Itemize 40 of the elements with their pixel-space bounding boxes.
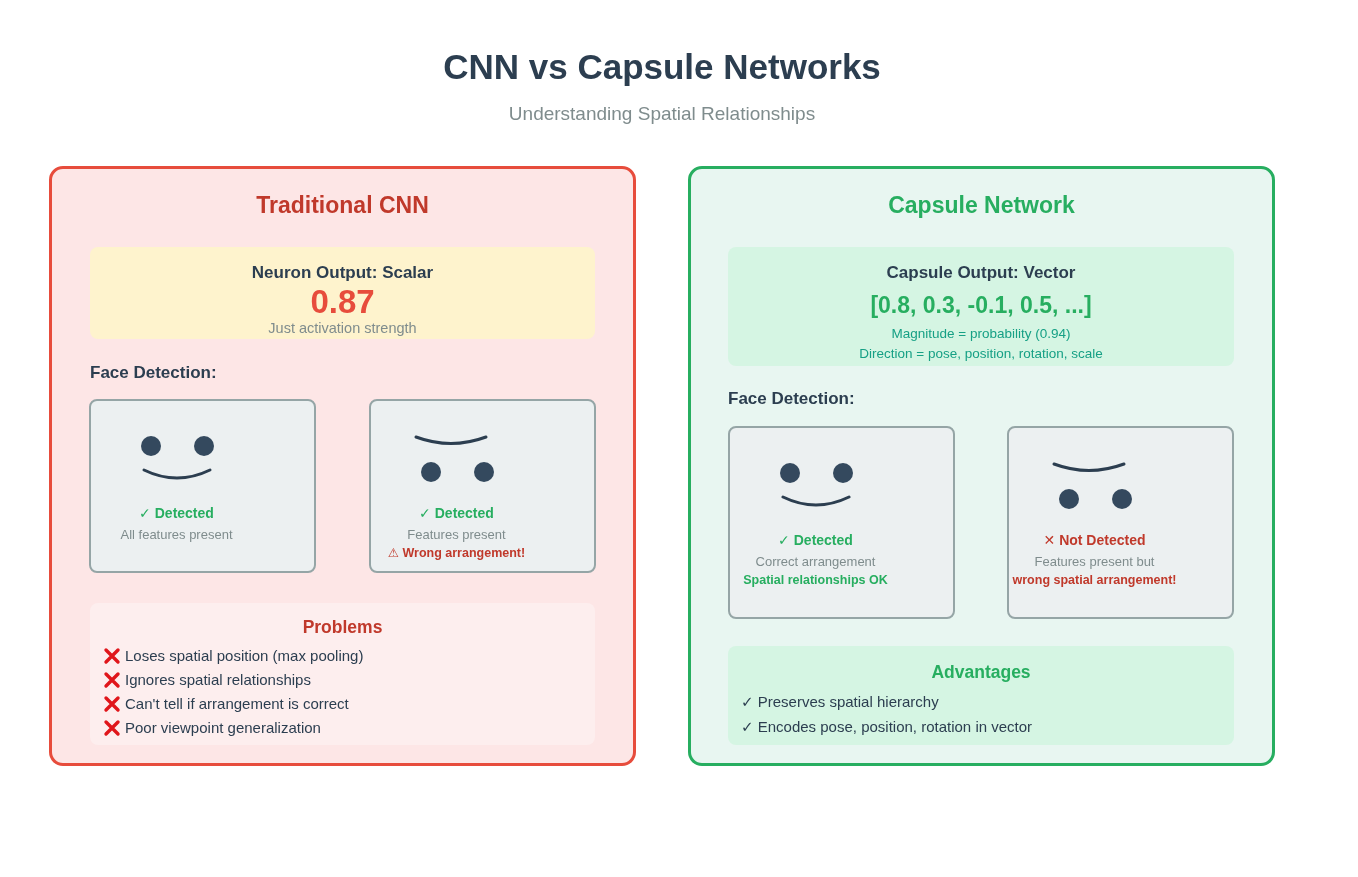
vector-value: [0.8, 0.3, -0.1, 0.5, ...] xyxy=(870,291,1092,319)
list-item: Poor viewpoint generalization xyxy=(125,719,321,737)
output-box xyxy=(90,247,595,339)
page-title: CNN vs Capsule Networks xyxy=(443,46,881,88)
card-note: Spatial relationships OK xyxy=(743,573,888,588)
detection-status: ✓ Detected xyxy=(419,505,494,522)
face-card xyxy=(728,426,955,619)
comparison-panel xyxy=(688,166,1275,766)
box-heading: Problems xyxy=(302,616,383,638)
list-item: Ignores spatial relationships xyxy=(125,671,311,689)
detection-status: ✓ Detected xyxy=(778,532,853,549)
subtitle: Understanding Spatial Relationships xyxy=(508,101,816,125)
card-caption: Features present xyxy=(407,526,506,543)
summary-box xyxy=(90,603,595,745)
section-label: Face Detection: xyxy=(728,389,855,409)
card-caption: Features present but xyxy=(1034,553,1155,570)
list-item: ✓ Preserves spatial hierarchy xyxy=(741,693,939,711)
face-card xyxy=(369,399,596,573)
panel-heading: Traditional CNN xyxy=(256,191,429,219)
scalar-value: 0.87 xyxy=(310,282,375,322)
detection-status: ✕ Not Detected xyxy=(1043,532,1146,549)
box-heading: Advantages xyxy=(931,661,1031,683)
list-item: Can't tell if arrangement is correct xyxy=(125,695,349,713)
card-caption: All features present xyxy=(120,526,233,543)
panel-heading: Capsule Network xyxy=(888,191,1075,219)
output-note: Direction = pose, position, rotation, scale xyxy=(859,346,1103,362)
card-note: ⚠ Wrong arrangement! xyxy=(387,546,526,561)
face-card xyxy=(1007,426,1234,619)
list-item: Loses spatial position (max pooling) xyxy=(125,647,364,665)
detection-status: ✓ Detected xyxy=(139,505,214,522)
card-caption: Correct arrangement xyxy=(755,553,876,570)
comparison-panel xyxy=(49,166,636,766)
output-heading: Neuron Output: Scalar xyxy=(251,263,434,283)
section-label: Face Detection: xyxy=(90,363,217,383)
list-item: ✓ Encodes pose, position, rotation in vector xyxy=(741,718,1033,736)
output-note: Just activation strength xyxy=(268,319,417,337)
card-note: wrong spatial arrangement! xyxy=(1012,573,1177,588)
output-note: Magnitude = probability (0.94) xyxy=(891,326,1071,342)
face-card xyxy=(89,399,316,573)
output-heading: Capsule Output: Vector xyxy=(886,263,1076,283)
